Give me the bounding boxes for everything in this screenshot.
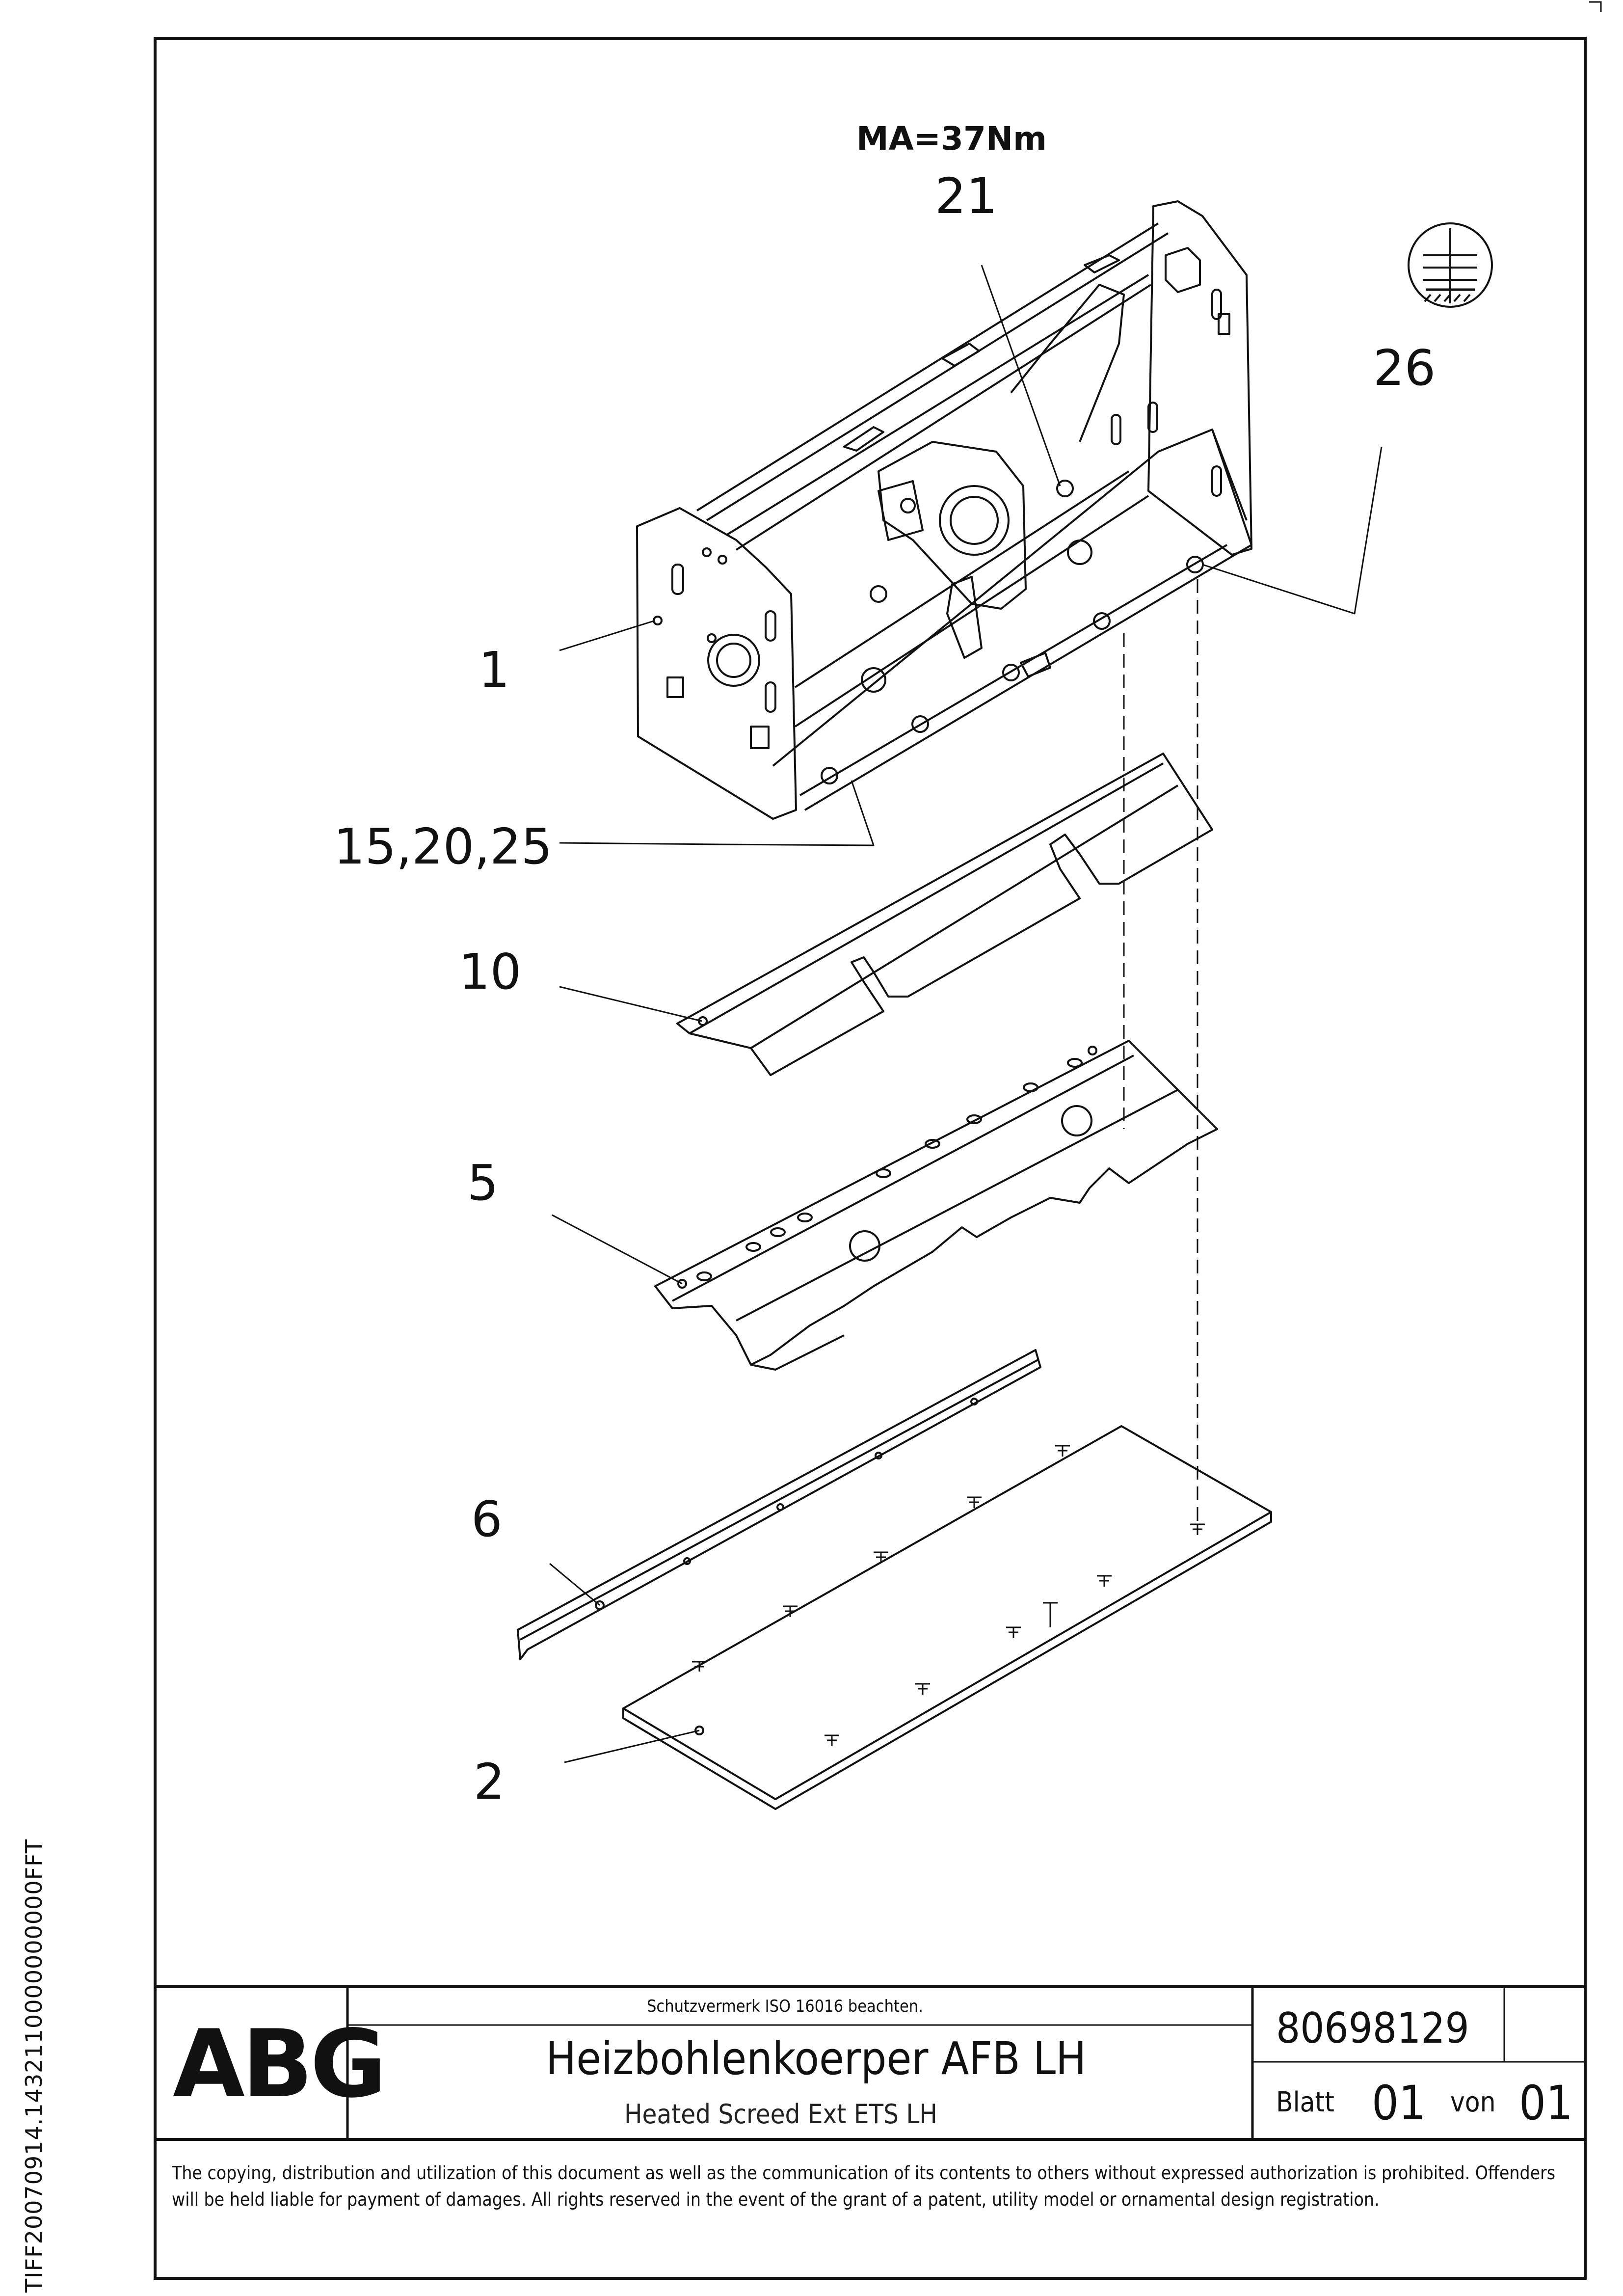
callout-6: 6 [471, 1490, 503, 1548]
torque-note: MA=37Nm [856, 120, 1047, 158]
callout-5: 5 [467, 1154, 499, 1212]
sheet-label: Blatt [1276, 2086, 1334, 2118]
copyright-notice: The copying, distribution and utilizatio… [172, 2162, 1556, 2210]
callout-1: 1 [479, 641, 510, 699]
sheet-number: 01 [1372, 2076, 1426, 2131]
sheet-total: 01 [1519, 2076, 1573, 2131]
callout-2: 2 [474, 1753, 505, 1810]
side-document-code: TIFF20070914.1432110000000000FFT [21, 1839, 47, 2293]
title-english: Heated Screed Ext ETS LH [624, 2099, 937, 2130]
part-10-deflector [676, 753, 1213, 1076]
drawing-frame [154, 37, 1587, 2280]
leader-lines [549, 265, 1383, 1763]
callout-21: 21 [935, 167, 998, 225]
title-german: Heizbohlenkoerper AFB LH [546, 2032, 1087, 2085]
protection-note: Schutzvermerk ISO 16016 beachten. [647, 1997, 923, 2016]
part-2-base-plate [622, 1425, 1272, 1810]
exploded-view [517, 200, 1383, 1810]
part-1-frame [636, 200, 1252, 820]
part-number: 80698129 [1276, 2004, 1469, 2053]
part-5-plate [654, 1040, 1218, 1371]
abg-logo [162, 1993, 344, 2133]
abg-logo-text: ABG [173, 2010, 387, 2118]
callout-10: 10 [459, 943, 522, 1000]
callout-26: 26 [1373, 339, 1436, 397]
callout-15-20-25: 15,20,25 [334, 818, 553, 875]
part-6-strip [517, 1349, 1041, 1660]
heating-element-icon [1408, 222, 1493, 308]
of-label: von [1450, 2086, 1496, 2118]
alignment-lines [1123, 579, 1198, 1527]
